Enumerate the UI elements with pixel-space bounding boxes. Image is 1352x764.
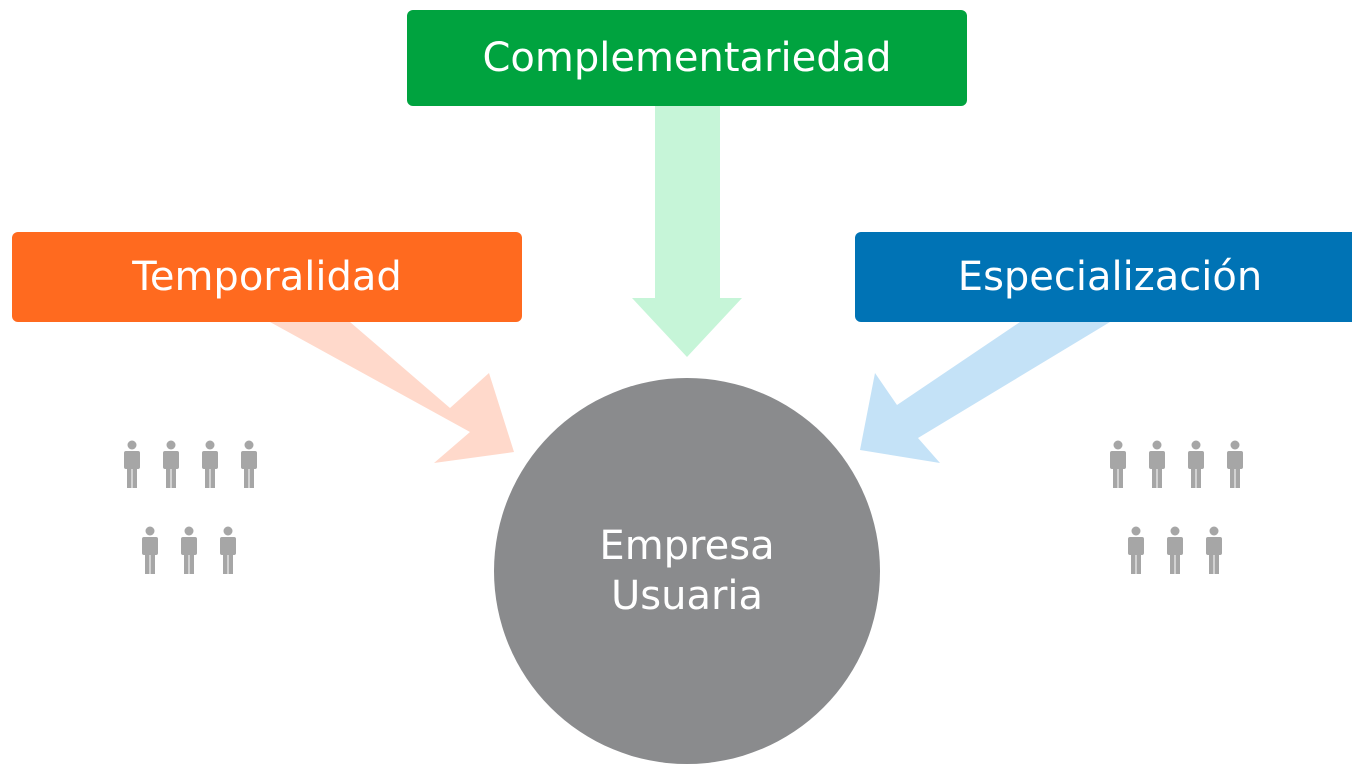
box-especializacion: Especialización bbox=[855, 232, 1352, 322]
people-group-icon bbox=[1110, 440, 1243, 574]
box-temporalidad: Temporalidad bbox=[12, 232, 522, 322]
center-line-1: Empresa bbox=[599, 523, 775, 569]
person-icon bbox=[181, 526, 197, 574]
box-complementariedad: Complementariedad bbox=[407, 10, 967, 106]
arrow-temporalidad bbox=[270, 322, 514, 463]
box-especializacion-label: Especialización bbox=[957, 254, 1263, 300]
person-icon bbox=[1110, 440, 1126, 488]
arrow-especializacion bbox=[860, 322, 1110, 463]
person-icon bbox=[1149, 440, 1165, 488]
empresa-usuaria-circle: Empresa Usuaria bbox=[494, 378, 880, 764]
person-icon bbox=[241, 440, 257, 488]
person-icon bbox=[142, 526, 158, 574]
person-icon bbox=[1206, 526, 1222, 574]
person-icon bbox=[1227, 440, 1243, 488]
person-icon bbox=[124, 440, 140, 488]
box-temporalidad-label: Temporalidad bbox=[132, 254, 402, 300]
person-icon bbox=[1188, 440, 1204, 488]
people-group-icon bbox=[124, 440, 257, 574]
center-line-2: Usuaria bbox=[610, 573, 764, 619]
person-icon bbox=[1167, 526, 1183, 574]
box-complementariedad-label: Complementariedad bbox=[482, 35, 892, 81]
person-icon bbox=[202, 440, 218, 488]
person-icon bbox=[1128, 526, 1144, 574]
arrow-down-complementariedad bbox=[632, 106, 742, 357]
person-icon bbox=[163, 440, 179, 488]
person-icon bbox=[220, 526, 236, 574]
